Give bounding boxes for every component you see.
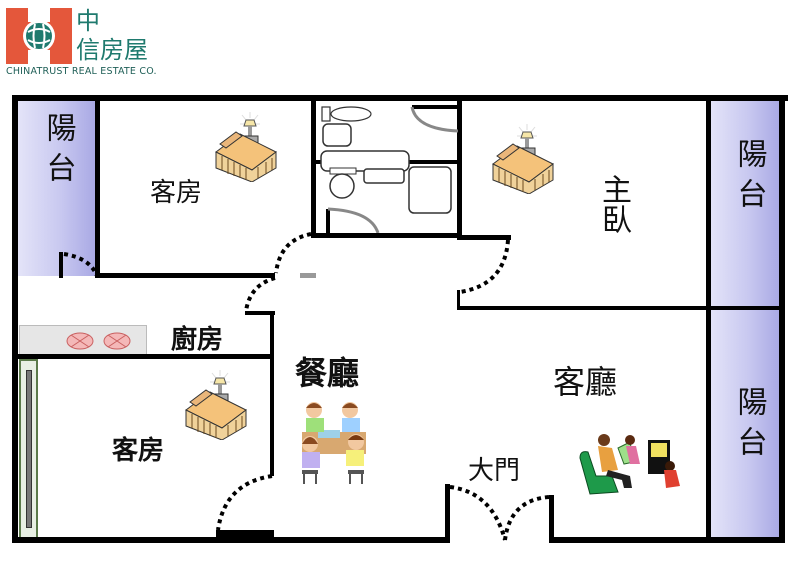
balcony-right-top [710,100,780,308]
wall-kitchen-bottom [18,354,274,359]
wall-bottom-right [552,537,785,543]
logo-en: CHINATRUST REAL ESTATE CO. [6,66,157,77]
wall-balcony-left-stub [59,252,63,278]
wall-door-jamb-left [445,484,450,543]
wall-grey-stub [300,273,316,278]
label-kitchen: 廚房 [171,325,224,355]
label-main-door: 大門 [468,456,521,486]
stove-burner-icon [66,332,131,350]
wall-left [12,95,18,543]
door-swing-kitchen [244,276,276,312]
bed-with-lamp-icon [215,112,277,182]
label-guest-room-top: 客房 [150,178,203,208]
logo-cn-bottom: 信房屋 [76,36,148,64]
door-swing-main-right [503,495,550,541]
label-living-room: 客廳 [553,363,618,401]
wall-guestroom-top-right [311,95,316,237]
door-swing-balcony-left [63,252,99,277]
label-balcony-top-left: 陽台 [40,112,76,192]
balcony-top-left [18,100,96,276]
logo-cn-top: 中 [76,7,100,35]
wall-bath-bottom [311,233,461,238]
family-watching-tv-icon [579,434,680,495]
wall-dining-bottom-stub [216,530,274,538]
bed-with-lamp-icon [492,124,554,194]
wall-right [779,95,785,543]
bathroom-fixtures-icon [320,105,458,233]
bed-with-lamp-icon [185,370,247,440]
kids-at-table-icon [302,402,366,484]
wall-guestroom-top-bottom [95,273,275,278]
wall-door-jamb-right [549,495,554,543]
wall-kitchen-right [270,311,274,476]
label-dining-room: 餐廳 [295,354,360,392]
door-swing-master [459,239,510,294]
wall-master-bottom [458,306,708,310]
balcony-right-bottom [710,310,780,540]
wall-balcony-right-divider [706,306,784,310]
company-logo: 中 信房屋 CHINATRUST REAL ESTATE CO. [6,8,166,80]
wall-balcony-left-inner [95,95,100,277]
wall-hall-stub [245,311,275,315]
door-swing-guestroom-top [274,232,312,274]
wall-bottom-left [12,537,448,543]
label-balcony-right-top: 陽台 [731,138,767,218]
label-master-bedroom: 主臥 [596,174,631,234]
label-balcony-right-bottom: 陽台 [731,386,767,466]
logo-mark-icon [6,8,72,64]
door-swing-main-left [449,485,507,541]
wall-balcony-right-inner [706,95,711,543]
door-swing-guestroom-bottom [216,474,273,531]
label-guest-room-bottom: 客房 [112,436,165,466]
wall-bath-right [457,95,462,240]
window-pane [26,370,32,528]
wall-master-left-stub [457,235,511,240]
wall-master-door-jamb [457,290,460,310]
wall-top [12,95,788,101]
